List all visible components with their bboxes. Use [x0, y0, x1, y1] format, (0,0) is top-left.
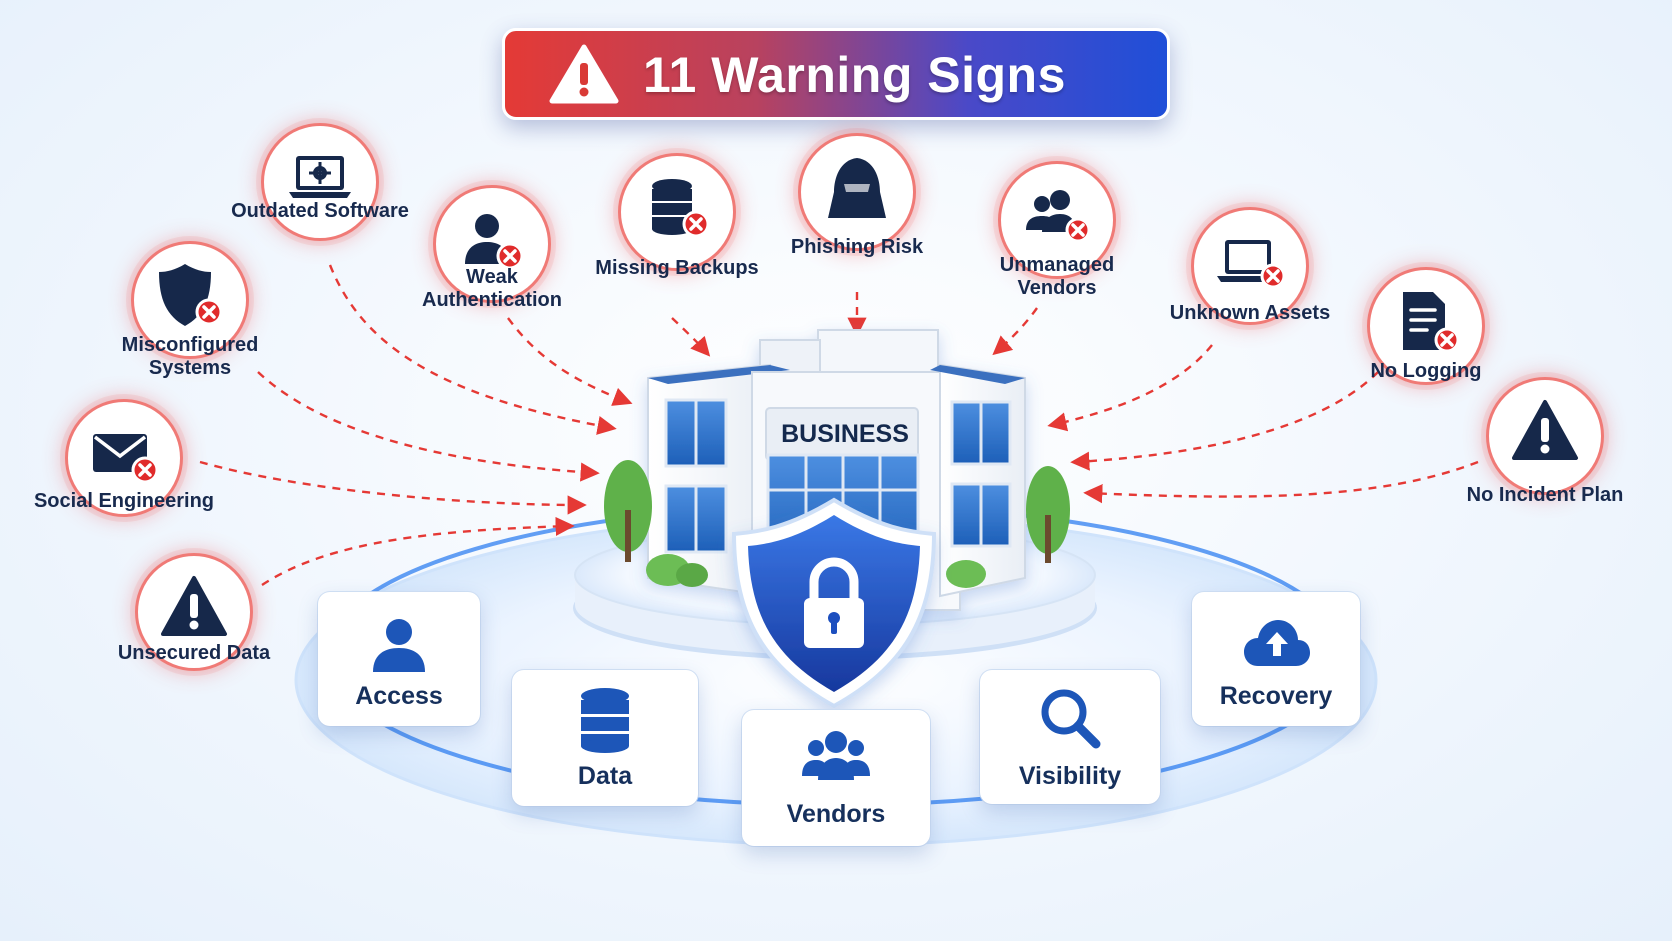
label-unsecured-data: Unsecured Data [117, 642, 271, 664]
label-weak-authentication: Weak Authentication [422, 266, 562, 311]
document-x-icon [1403, 292, 1460, 353]
label-social-engineering: Social Engineering [33, 490, 215, 512]
title-banner: 11 Warning Signs [502, 28, 1170, 120]
database-icon [581, 688, 629, 753]
label-no-incident-plan: No Incident Plan [1466, 484, 1624, 506]
pillar-label: Visibility [1018, 762, 1122, 790]
label-phishing-risk: Phishing Risk [790, 236, 924, 258]
warning-triangle-icon [161, 576, 227, 636]
laptop-gear-icon [289, 156, 351, 198]
label-unknown-assets: Unknown Assets [1169, 302, 1331, 324]
pillar-data: Data [512, 670, 698, 806]
user-icon [373, 619, 425, 672]
database-x-icon [652, 179, 710, 238]
warning-triangle-icon [549, 44, 619, 104]
envelope-x-icon [93, 434, 159, 484]
page-title: 11 Warning Signs [643, 47, 1066, 103]
warning-triangle-icon [1512, 400, 1578, 460]
pillar-vendors: Vendors [742, 710, 930, 846]
laptop-x-icon [1217, 240, 1286, 289]
label-missing-backups: Missing Backups [595, 257, 759, 279]
pillar-label: Data [577, 762, 633, 790]
security-shield [731, 497, 937, 709]
label-misconfigured-systems: Misconfigured Systems [121, 334, 259, 379]
user-x-icon [465, 214, 524, 270]
label-no-logging: No Logging [1370, 360, 1482, 382]
shield-x-icon [159, 264, 223, 326]
business-sign: BUSINESS [781, 420, 909, 448]
magnifier-icon [1041, 689, 1101, 749]
group-icon [802, 731, 870, 780]
label-outdated-software: Outdated Software [231, 200, 409, 222]
label-unmanaged-vendors: Unmanaged Vendors [999, 254, 1115, 299]
pillar-label: Vendors [786, 800, 886, 828]
cloud-upload-icon [1244, 620, 1310, 666]
trees [604, 460, 1070, 588]
pillar-visibility: Visibility [980, 670, 1160, 804]
arrows [199, 264, 1479, 587]
group-x-icon [1026, 190, 1091, 243]
pillar-access: Access [318, 592, 480, 726]
pillar-label: Recovery [1219, 682, 1333, 710]
hooded-hacker-icon [828, 158, 886, 218]
pillar-recovery: Recovery [1192, 592, 1360, 726]
pillar-label: Access [355, 682, 443, 710]
